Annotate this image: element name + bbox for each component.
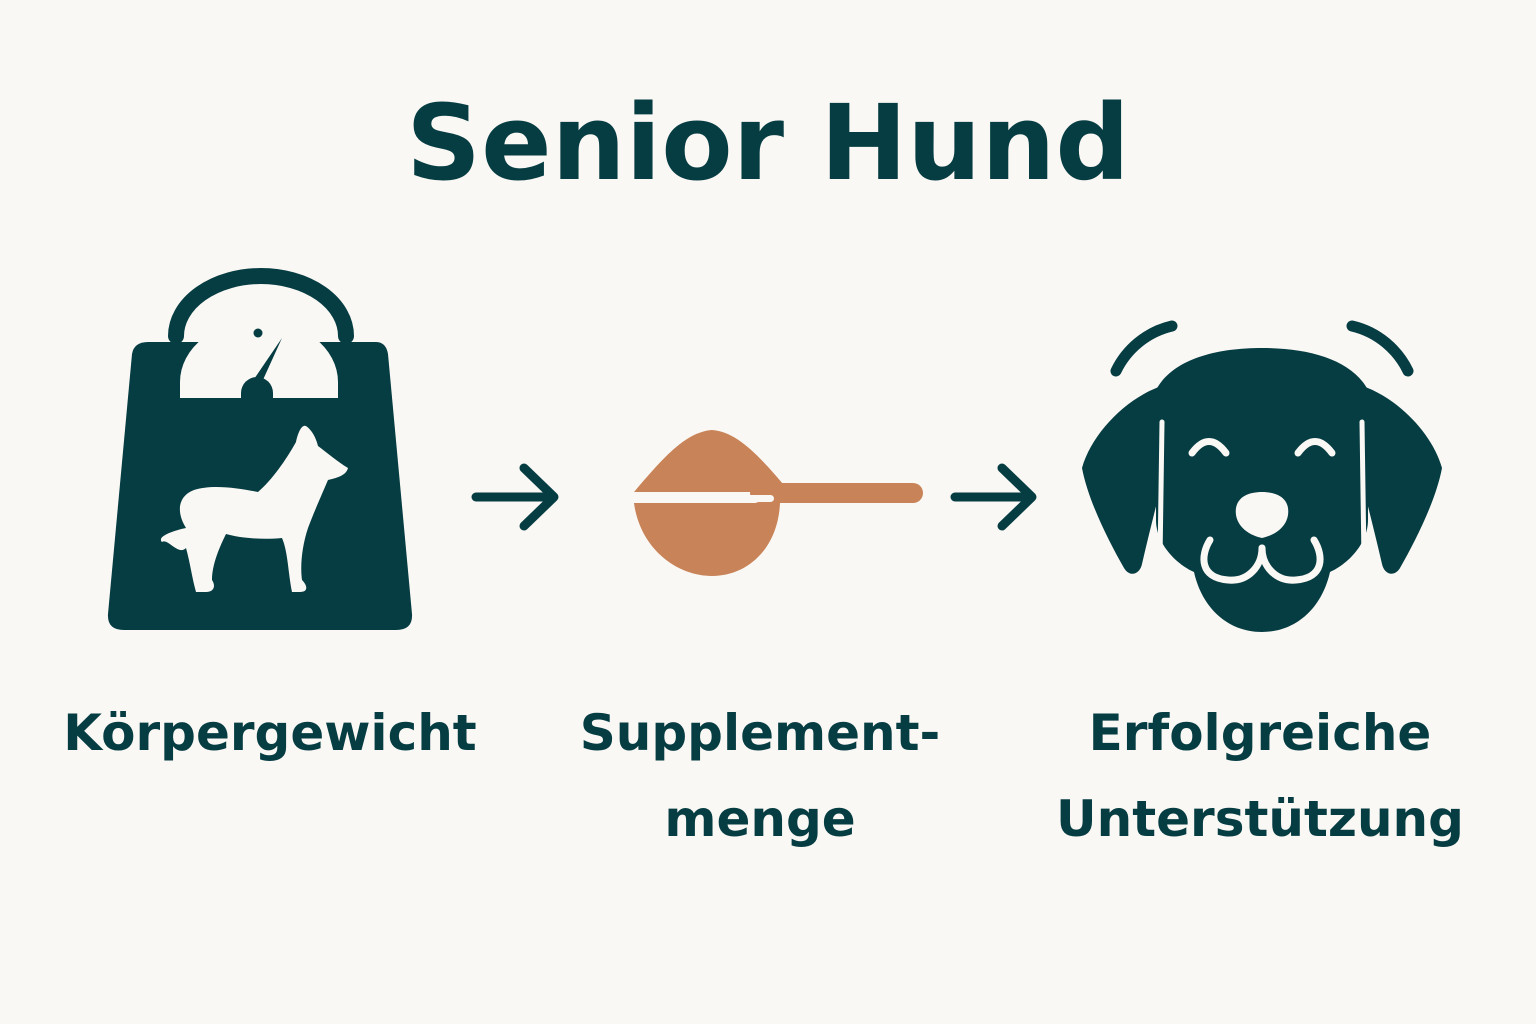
step-label-line: menge [664, 790, 856, 848]
step-label-supplement-amount: Supplement- menge [520, 690, 1000, 862]
diagram-title: Senior Hund [406, 82, 1130, 204]
happy-dog-face-icon [1082, 320, 1442, 632]
arrow-right-icon [471, 463, 559, 531]
step-label-line: Erfolgreiche [1088, 704, 1432, 762]
step-label-body-weight: Körpergewicht [30, 690, 510, 776]
scale-with-dog-icon [107, 268, 413, 630]
step-label-successful-support: Erfolgreiche Unterstützung [1010, 690, 1510, 862]
step-label-line: Unterstützung [1056, 790, 1464, 848]
arrow-right-icon [950, 463, 1037, 531]
step-label-line: Körpergewicht [63, 704, 477, 762]
step-label-line: Supplement- [579, 704, 941, 762]
supplement-scoop-icon [634, 430, 923, 576]
